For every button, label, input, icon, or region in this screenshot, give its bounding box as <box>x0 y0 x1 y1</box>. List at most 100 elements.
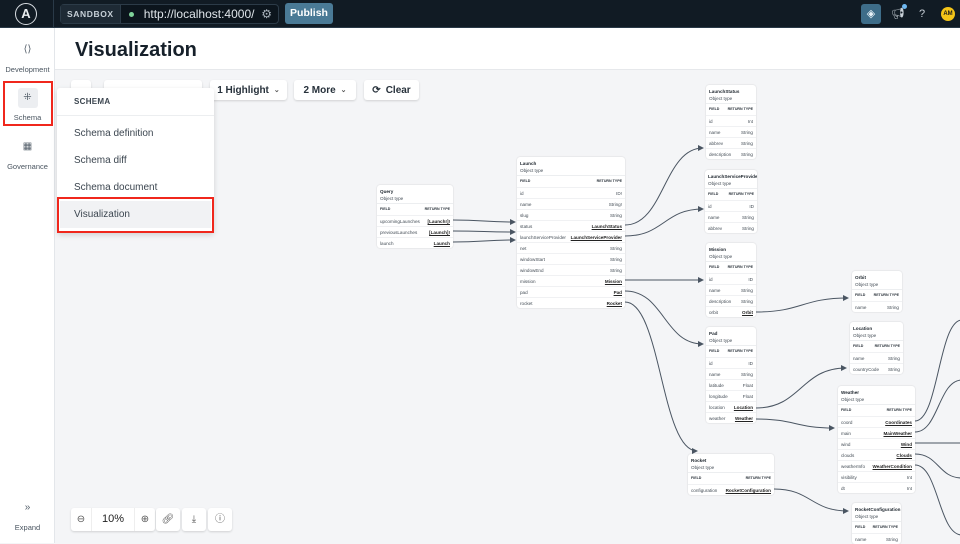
avatar[interactable]: AM <box>941 7 955 21</box>
highlight-dropdown[interactable]: 1 Highlight⌄ <box>210 80 287 100</box>
zoom-out-icon[interactable]: ⊖ <box>76 514 86 525</box>
return-type[interactable]: LaunchServiceProvider <box>570 235 622 240</box>
publish-button[interactable]: Publish <box>285 3 333 24</box>
return-type[interactable]: Clouds <box>896 453 912 458</box>
return-type[interactable]: Location <box>733 405 753 410</box>
return-type[interactable]: [Launch!]! <box>427 219 450 224</box>
return-type: ID <box>748 361 753 366</box>
type-kind: Object type <box>706 94 756 104</box>
return-type[interactable]: Coordinates <box>885 420 912 425</box>
return-type[interactable]: Wind <box>900 442 912 447</box>
zoom-in-icon[interactable]: ⊕ <box>140 514 150 525</box>
endpoint-url[interactable]: http://localhost:4000/ <box>143 7 255 21</box>
apollo-logo[interactable]: A <box>15 3 37 25</box>
menu-item-schema-diff[interactable]: Schema diff <box>74 155 127 166</box>
return-type[interactable]: RocketConfiguration <box>725 488 771 493</box>
connection-status-icon <box>128 11 134 17</box>
gear-icon[interactable]: ⚙ <box>261 7 272 21</box>
return-type-header: RETURN TYPE <box>727 265 753 269</box>
clear-button[interactable]: ⟳Clear <box>364 80 419 100</box>
download-icon[interactable]: ⤓ <box>182 508 206 531</box>
return-type[interactable]: [Launch]! <box>429 230 450 235</box>
field-row[interactable]: upcomingLaunches[Launch!]! <box>377 215 453 226</box>
menu-item-schema-document[interactable]: Schema document <box>74 182 158 193</box>
return-type[interactable]: Mission <box>604 279 622 284</box>
expand-button[interactable]: » Expand <box>0 498 55 532</box>
sidebar-item-development[interactable]: ⟨⟩ Development <box>0 40 55 74</box>
return-type[interactable]: Pad <box>613 290 622 295</box>
return-type[interactable]: MainWeather <box>883 431 912 436</box>
return-type[interactable]: Launch <box>433 241 450 246</box>
menu-item-visualization[interactable]: Visualization <box>60 201 211 228</box>
return-type[interactable]: WeatherCondition <box>872 464 912 469</box>
field-row[interactable]: previousLaunches[Launch]! <box>377 226 453 237</box>
sidebar-item-governance[interactable]: ▦ Governance <box>0 137 55 171</box>
layers-icon[interactable]: ◈ <box>861 4 881 24</box>
menu-item-schema-definition[interactable]: Schema definition <box>74 128 154 139</box>
return-type[interactable]: Weather <box>734 416 753 421</box>
megaphone-icon[interactable]: 📢︎ <box>888 4 908 24</box>
return-type[interactable]: Rocket <box>606 301 622 306</box>
return-type[interactable]: LaunchStatus <box>591 224 622 229</box>
sidebar-item-schema[interactable]: ⁜ Schema <box>0 88 55 122</box>
info-icon[interactable]: ⓘ <box>208 508 232 531</box>
more-dropdown[interactable]: 2 More⌄ <box>294 80 356 100</box>
return-type[interactable]: Orbit <box>742 310 753 315</box>
link-icon[interactable]: 🔗︎ <box>156 508 180 531</box>
help-icon[interactable]: ? <box>918 8 926 20</box>
environment-selector[interactable]: SANDBOX http://localhost:4000/ ⚙ <box>60 4 279 24</box>
